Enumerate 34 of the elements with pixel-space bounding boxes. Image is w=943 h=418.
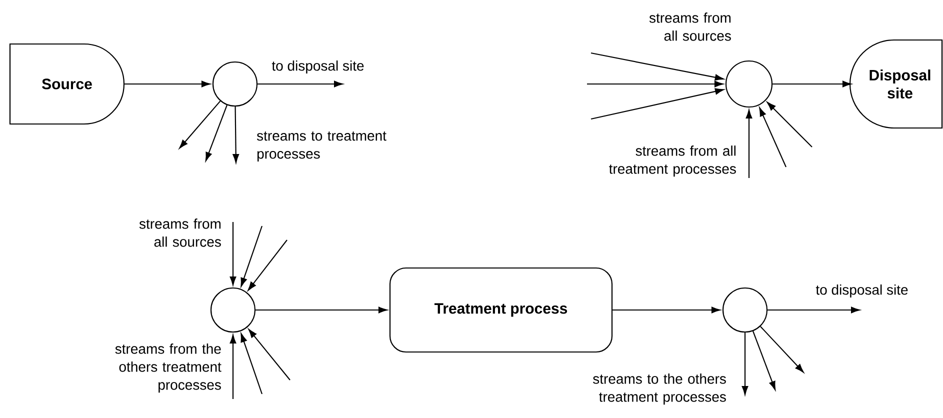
arrow xyxy=(248,329,290,380)
arrow xyxy=(240,226,263,287)
arrow xyxy=(590,52,724,81)
arrow xyxy=(240,333,263,394)
arrow xyxy=(230,222,236,286)
arrow xyxy=(248,240,288,291)
arrow xyxy=(612,306,720,314)
arrow xyxy=(256,306,388,314)
arrow xyxy=(587,80,724,88)
arrow xyxy=(760,326,804,373)
arrow xyxy=(179,100,221,149)
arrow xyxy=(590,88,724,120)
junction-circle xyxy=(212,61,258,107)
arrow xyxy=(766,102,812,148)
arrow xyxy=(746,110,752,178)
arrow xyxy=(258,80,343,88)
arrow xyxy=(230,334,236,399)
annotation-text: streams to the others treatment processes xyxy=(593,374,726,405)
edge-label: to disposal site xyxy=(270,59,366,75)
arrow xyxy=(205,104,228,162)
arrow xyxy=(124,80,210,88)
junction-circle xyxy=(722,287,768,333)
arrow xyxy=(759,107,787,168)
junction-circle xyxy=(725,60,773,108)
arrow xyxy=(772,80,852,88)
junction-circle xyxy=(210,287,256,333)
annotation-text: streams from all treatment processes xyxy=(609,146,736,177)
arrow xyxy=(742,332,748,395)
edge-label: to disposal site xyxy=(814,283,910,299)
arrow xyxy=(752,330,776,390)
arrow xyxy=(768,306,860,314)
process-box: Treatment process xyxy=(389,267,613,353)
annotation-text: streams from the others treatment processes xyxy=(115,344,222,393)
arrow xyxy=(232,106,240,163)
